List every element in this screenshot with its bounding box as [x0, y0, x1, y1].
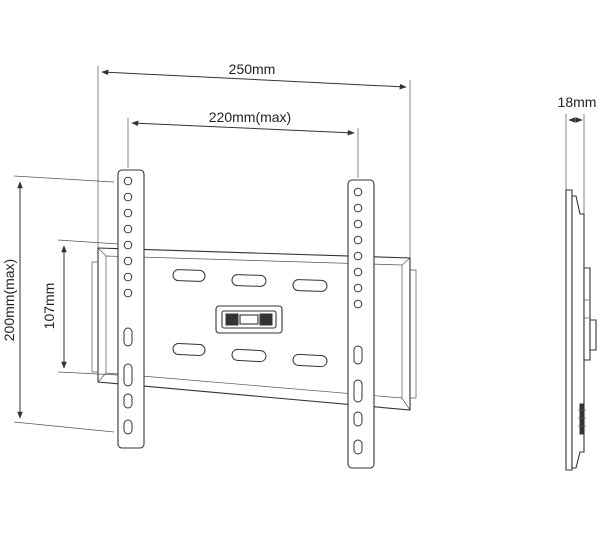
- depth-label: 18mm: [558, 94, 597, 110]
- dimension-250mm: 250mm: [97, 61, 411, 258]
- height-max-label: 200mm(max): [1, 259, 17, 341]
- width-max-label: 220mm(max): [209, 109, 291, 125]
- height-label: 107mm: [41, 283, 57, 330]
- dimension-200mm-max: 200mm(max): [1, 175, 115, 433]
- dimension-107mm: 107mm: [41, 239, 119, 376]
- right-bracket-arm: [347, 179, 375, 469]
- left-bracket-arm: [117, 169, 145, 449]
- dimension-18mm: 18mm: [558, 94, 597, 214]
- wall-plate: [91, 247, 417, 411]
- width-label: 250mm: [229, 61, 276, 77]
- center-lock: [215, 305, 283, 334]
- dimension-220mm-max: 220mm(max): [127, 109, 359, 178]
- side-view: [565, 189, 597, 471]
